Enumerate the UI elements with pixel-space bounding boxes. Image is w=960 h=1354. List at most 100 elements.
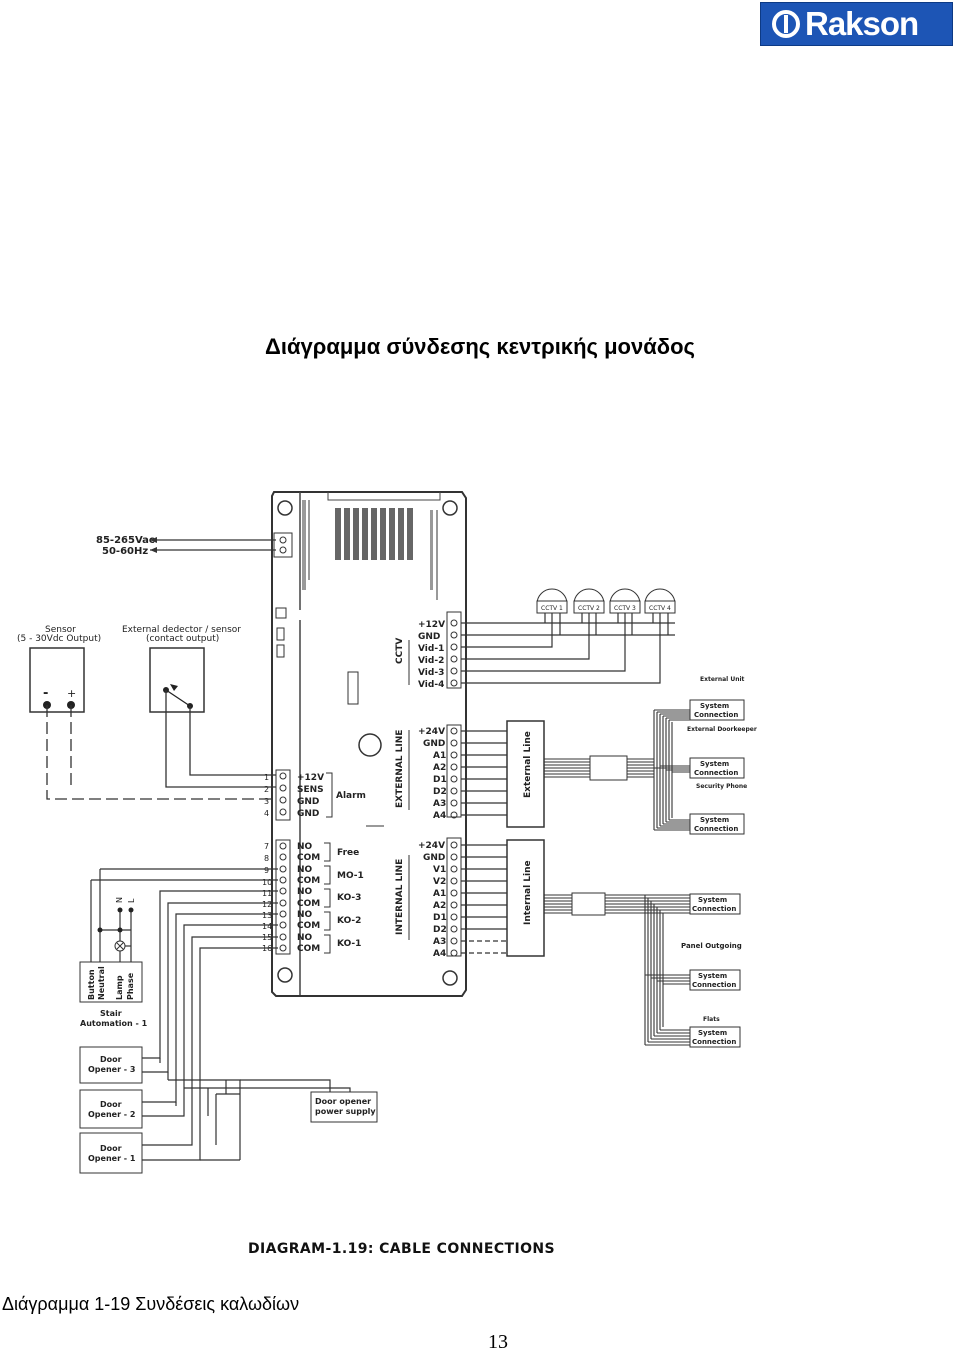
- internal-terminal-1: +24V: [418, 841, 445, 851]
- cctv-3-label: CCTV 3: [614, 605, 636, 612]
- door-power-line2: power supply: [315, 1107, 376, 1116]
- relay-terminal-5: NO: [297, 887, 313, 897]
- door-opener-3-line1: Door: [100, 1055, 122, 1064]
- door-opener-2-line2: Opener - 2: [88, 1110, 135, 1119]
- door-opener-wiring: [142, 890, 351, 1161]
- cctv-terminal-block: CCTV +12V GND Vid-1 Vid-2 Vid-3 Vid-4: [395, 611, 462, 690]
- relay-group-ko3: KO-3: [337, 893, 361, 903]
- internal-system-2-line1: System: [698, 972, 727, 980]
- relay-num-10: 10: [262, 878, 272, 887]
- system-connection-2-line2: Connection: [694, 769, 738, 777]
- relay-terminal-7: NO: [297, 910, 313, 920]
- cctv-2-label: CCTV 2: [578, 605, 600, 612]
- internal-terminal-5: A1: [433, 889, 446, 899]
- alarm-terminal-2: SENS: [297, 785, 324, 795]
- external-line-label: EXTERNAL LINE: [395, 730, 405, 808]
- internal-terminal-2: GND: [423, 853, 445, 863]
- relay-terminal-4: COM: [297, 876, 320, 886]
- relay-terminal-9: NO: [297, 933, 313, 943]
- alarm-num-3: 3: [264, 797, 269, 806]
- sensor-block: Sensor (5 - 30Vdc Output) - +: [17, 625, 101, 713]
- alarm-wiring: [46, 690, 278, 800]
- internal-line-label: INTERNAL LINE: [395, 859, 405, 935]
- external-terminal-6: D2: [433, 787, 447, 797]
- cctv-terminal-6: Vid-4: [418, 680, 444, 690]
- cctv-cameras: CCTV 1 CCTV 2 CCTV 3 CCTV 4: [536, 588, 676, 614]
- alarm-num-4: 4: [264, 809, 269, 818]
- external-unit-label: External Unit: [700, 676, 745, 683]
- external-terminal-5: D1: [433, 775, 447, 785]
- sensor-output-label: (5 - 30Vdc Output): [17, 634, 101, 644]
- page-number: 13: [488, 1331, 508, 1353]
- stair-label: Stair: [100, 1009, 122, 1018]
- sensor-plus-label: +: [67, 687, 76, 700]
- external-line-terminal-block: EXTERNAL LINE +24V GND A1 A2 D1 D2 A3 A4: [395, 724, 462, 821]
- relay-num-7: 7: [264, 842, 269, 851]
- alarm-num-1: 1: [264, 773, 269, 782]
- heatsink: [335, 508, 413, 560]
- relay-group-ko2: KO-2: [337, 916, 361, 926]
- power-connector: [273, 532, 293, 558]
- internal-terminal-9: A3: [433, 937, 446, 947]
- system-connection-3-line1: System: [700, 816, 729, 824]
- alarm-num-2: 2: [264, 785, 269, 794]
- internal-terminal-7: D1: [433, 913, 447, 923]
- stair-col-neutral: Neutral: [97, 966, 106, 1000]
- alarm-terminal-1: +12V: [297, 773, 324, 783]
- relay-terminal-1: NO: [297, 842, 313, 852]
- alarm-label: Alarm: [336, 791, 366, 801]
- page-title: Διάγραμμα σύνδεσης κεντρικής μονάδος: [265, 334, 695, 359]
- internal-system-1-line1: System: [698, 896, 727, 904]
- relay-terminal-block: 7 8 9 10 11 12 13 14 15 16 NO COM NO COM…: [262, 839, 364, 955]
- power-input: 85-265Vac 50-60Hz: [96, 535, 276, 557]
- alarm-terminal-4: GND: [297, 809, 319, 819]
- external-detector-label: External dedector / sensor: [122, 625, 241, 635]
- internal-terminal-4: V2: [433, 877, 446, 887]
- relay-terminal-2: COM: [297, 853, 320, 863]
- relay-terminal-6: COM: [297, 899, 320, 909]
- cctv-terminal-1: +12V: [418, 620, 445, 630]
- system-connection-1-line1: System: [700, 702, 729, 710]
- system-connection-1-line2: Connection: [694, 711, 738, 719]
- stair-l-label: L: [127, 898, 136, 903]
- sensor-minus-label: -: [43, 686, 48, 701]
- flats-label: Flats: [703, 1016, 720, 1023]
- relay-num-14: 14: [262, 922, 272, 931]
- cable-connection-diagram: 85-265Vac 50-60Hz Sensor (5 - 30Vdc Outp…: [17, 491, 757, 1174]
- power-symbol-icon: [771, 9, 801, 39]
- door-power-line1: Door opener: [315, 1097, 371, 1106]
- external-terminal-7: A3: [433, 799, 446, 809]
- internal-system-3-line1: System: [698, 1029, 727, 1037]
- relay-group-ko1: KO-1: [337, 939, 361, 949]
- system-connection-2-line1: System: [700, 760, 729, 768]
- internal-system-2-line2: Connection: [692, 981, 736, 989]
- power-frequency-label: 50-60Hz: [102, 546, 148, 557]
- relay-num-8: 8: [264, 854, 269, 863]
- door-opener-1-line1: Door: [100, 1144, 122, 1153]
- alarm-terminal-3: GND: [297, 797, 319, 807]
- relay-group-free: Free: [337, 848, 359, 858]
- internal-system-3-line2: Connection: [692, 1038, 736, 1046]
- relay-num-13: 13: [262, 911, 272, 920]
- relay-group-mo1: MO-1: [337, 871, 364, 881]
- internal-terminal-10: A4: [433, 949, 446, 959]
- external-line-block-label: External Line: [523, 731, 533, 798]
- door-opener-1-line2: Opener - 1: [88, 1154, 136, 1163]
- relay-terminal-10: COM: [297, 944, 320, 954]
- external-terminal-2: GND: [423, 739, 445, 749]
- stair-col-phase: Phase: [126, 972, 135, 1000]
- cctv-wiring: [461, 613, 675, 684]
- logo-text: Rakson: [805, 5, 919, 42]
- external-terminal-1: +24V: [418, 727, 445, 737]
- stair-automation: N L Button Neutral Lamp Phase Stair Auto…: [79, 868, 278, 1028]
- internal-terminal-6: A2: [433, 901, 446, 911]
- relay-num-12: 12: [262, 900, 272, 909]
- external-system-connections: External Unit System Connection External…: [687, 676, 757, 835]
- stair-sub-label: Automation - 1: [80, 1019, 148, 1028]
- external-terminal-3: A1: [433, 751, 446, 761]
- relay-terminal-8: COM: [297, 921, 320, 931]
- external-terminal-4: A2: [433, 763, 446, 773]
- stair-n-label: N: [115, 897, 124, 903]
- cctv-terminal-2: GND: [418, 632, 440, 642]
- internal-line-block-label: Internal Line: [523, 860, 533, 925]
